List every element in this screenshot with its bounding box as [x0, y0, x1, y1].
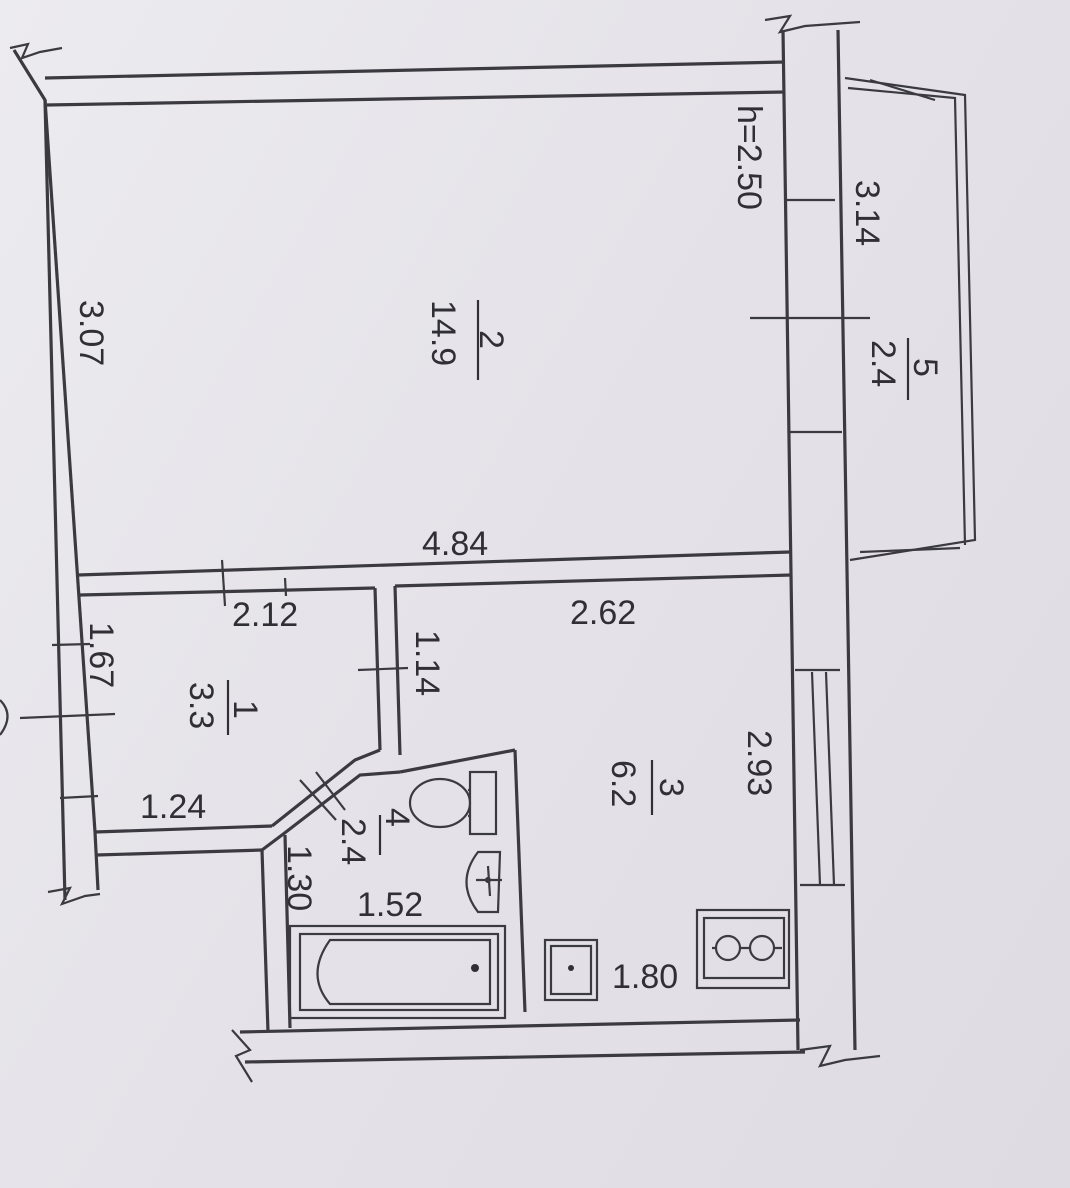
dim-room2-length: 3.07 [72, 300, 110, 366]
bathtub [288, 924, 507, 1020]
dim-door-gap: 1.14 [408, 630, 446, 696]
room1-number: 1 [226, 700, 264, 719]
wall-tick-marks [750, 198, 870, 887]
room3-area: 6.2 [604, 760, 642, 807]
room4-area: 2.4 [334, 818, 372, 865]
toilet [408, 770, 498, 836]
kitchen-sink [543, 938, 599, 1002]
room1-area: 3.3 [182, 682, 220, 729]
dim-kitchen-length: 2.93 [740, 730, 778, 796]
dim-bath-depth: 1.30 [280, 845, 318, 911]
ceiling-height-label: h=2.50 [730, 105, 768, 210]
room4-number: 4 [378, 808, 416, 827]
dim-kitchen-width: 2.62 [570, 594, 636, 632]
dim-hall-short: 1.24 [140, 788, 206, 826]
dim-hall-width: 1.67 [82, 622, 120, 688]
room5-area: 2.4 [864, 340, 902, 387]
room5-number: 5 [906, 358, 944, 377]
dim-kitchen-wall: 1.80 [612, 958, 678, 996]
interior-partitions [77, 550, 793, 1033]
stove [695, 908, 791, 990]
left-wall-ticks [19, 642, 116, 800]
sink [465, 850, 502, 914]
wall-break-symbols [9, 14, 881, 1083]
room2-area: 14.9 [424, 300, 462, 366]
balcony-outline [844, 76, 977, 562]
dim-room2-width: 4.84 [422, 525, 488, 563]
edge-arc [0, 699, 9, 736]
dim-hall-length: 2.12 [232, 596, 298, 634]
labels: h=2.50 3.07 2 14.9 3.14 5 2.4 4.84 2.12 … [72, 105, 944, 996]
dim-balcony-length: 3.14 [848, 180, 886, 246]
dim-bath-width: 1.52 [357, 886, 423, 924]
room3-number: 3 [652, 778, 690, 797]
room2-number: 2 [472, 330, 510, 349]
